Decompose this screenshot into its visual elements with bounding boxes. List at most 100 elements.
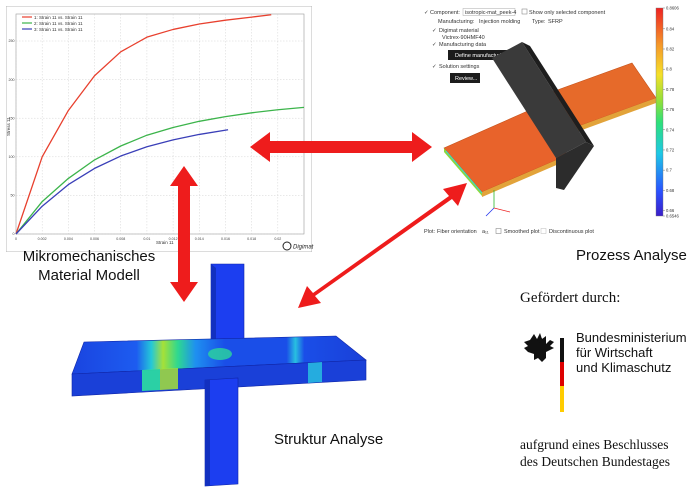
structure-svg — [71, 263, 367, 487]
colorbar-tick-label: 0.6546 — [666, 214, 679, 219]
show-selected-label: Show only selected component — [529, 10, 606, 16]
material-label: Digimat material — [439, 28, 479, 34]
rib-upper-side — [211, 264, 216, 354]
define-data-button[interactable] — [448, 50, 524, 60]
discontinuous-label: Discontinuous plot — [549, 229, 594, 235]
process-cross-model — [443, 42, 657, 217]
colorbar-tick-label: 0.8 — [666, 67, 672, 72]
digimat-logo: Digimat — [282, 239, 318, 253]
define-data-button-label: Define manufacturing data... — [455, 53, 525, 59]
federal-eagle-icon — [524, 333, 564, 412]
colorbar-tick-label: 0.78 — [666, 87, 675, 92]
review-button[interactable] — [450, 73, 480, 83]
ministry-logo: Bundesministerium für Wirtschaft und Kli… — [520, 330, 690, 416]
chart-grid — [15, 13, 305, 235]
x-tick-label: 0.004 — [64, 237, 73, 241]
legend-entry-1: 1: Strain 11 vs. Strain 11 — [34, 15, 83, 20]
a11-label[interactable]: a₁₁ — [482, 229, 489, 235]
rib-side — [492, 42, 586, 158]
toggle-icon[interactable]: ✓ — [424, 10, 429, 16]
structure-analysis-label: Struktur Analyse — [274, 431, 384, 448]
plate-right-front — [560, 98, 656, 138]
type-value[interactable]: SFRP — [548, 19, 563, 25]
y-tick-label: 150 — [9, 116, 15, 120]
data-check-icon: ✓ — [432, 42, 437, 48]
series-line-1 — [15, 14, 272, 235]
rib-lower-side — [205, 380, 210, 486]
ministry-line1: Bundesministerium — [576, 330, 687, 345]
legend-entry-2: 2: Strain 11 vs. Strain 11 — [34, 21, 83, 26]
rib-bottom — [556, 142, 594, 190]
review-button-label: Review... — [455, 76, 478, 82]
y-tick-label: 0 — [13, 232, 15, 236]
micromechanics-label-line1: Mikromechanisches — [22, 248, 156, 265]
micromechanics-label-line2: Material Modell — [38, 267, 140, 284]
axis-x — [493, 207, 511, 213]
component-value: isotropic-mat_peek-4 — [465, 10, 516, 16]
chart-legend: 1: Strain 11 vs. Strain 11 2: Strain 11 … — [22, 15, 83, 32]
ministry-line2: für Wirtschaft — [576, 345, 653, 360]
y-tick-label: 200 — [9, 78, 15, 82]
plate-front-stress-zone-3 — [308, 362, 322, 383]
structure-analysis-model — [60, 262, 400, 490]
digimat-logo-text: Digimat — [293, 245, 314, 251]
decision-line1: aufgrund eines Beschlusses — [520, 437, 669, 452]
colorbar-tick-label: 0.7 — [666, 168, 672, 173]
x-tick-label: 0.01 — [143, 237, 150, 241]
digimat-logo-icon: Digimat — [282, 241, 314, 251]
data-label: Manufacturing data — [439, 42, 487, 48]
colorbar-tick-label: 0.74 — [666, 127, 675, 132]
colorbar-tick-label: 0.72 — [666, 147, 675, 152]
chart-xlabel: Strain 11 — [156, 240, 174, 245]
x-tick-label: 0.002 — [38, 237, 47, 241]
y-tick-label: 250 — [9, 39, 15, 43]
show-selected-checkbox[interactable] — [521, 8, 528, 15]
process-settings: ✓ Component: isotropic-mat_peek-4 Show o… — [424, 8, 606, 83]
y-tick-label: 100 — [9, 155, 15, 159]
micromechanics-label: Mikromechanisches Material Modell — [14, 247, 164, 285]
colorbar-tick-label: 0.84 — [666, 26, 675, 31]
colorbar-gradient — [655, 7, 664, 217]
x-tick-label: 0.016 — [221, 237, 230, 241]
type-label: Type: — [532, 19, 546, 25]
flag-red — [560, 362, 564, 386]
y-tick-label: 50 — [11, 194, 15, 198]
smoothed-label: Smoothed plot — [504, 229, 540, 235]
ministry-line3: und Klimaschutz — [576, 360, 672, 375]
manufacturing-value[interactable]: Injection molding — [479, 19, 520, 25]
x-tick-label: 0.008 — [116, 237, 125, 241]
plate-front-stress-zone-2 — [160, 368, 178, 390]
colorbar-tick-label: 0.8606 — [666, 6, 679, 11]
decision-line2: des Deutschen Bundestages — [520, 454, 670, 469]
x-tick-label: 0.006 — [90, 237, 99, 241]
manufacturing-label: Manufacturing: — [438, 19, 475, 25]
plot-area — [15, 13, 305, 235]
smoothed-checkbox[interactable] — [495, 228, 502, 234]
material-value: Victrex-90HMF40 — [442, 35, 485, 41]
series-line-2 — [15, 106, 305, 235]
process-analysis-label: Prozess Analyse — [576, 247, 687, 264]
component-dropdown[interactable] — [462, 8, 516, 16]
process-svg: ✓ Component: isotropic-mat_peek-4 Show o… — [424, 6, 679, 236]
colorbar-tick-label: 0.82 — [666, 46, 675, 51]
chart-lines — [15, 14, 305, 235]
funded-by-text: Gefördert durch: — [520, 290, 621, 306]
plate-edge-cyan — [445, 150, 483, 194]
x-tick-label: 0.014 — [195, 237, 204, 241]
discontinuous-checkbox[interactable] — [540, 228, 547, 234]
plate-left-front — [482, 155, 568, 197]
component-label: Component: — [430, 10, 460, 16]
colorbar-tick-label: 0.68 — [666, 188, 675, 193]
axis-z — [485, 207, 495, 217]
junction-stress — [208, 348, 232, 360]
plate-front-stress-zone — [142, 369, 160, 391]
colorbar: 0.86060.840.820.80.780.760.740.720.70.68… — [655, 6, 679, 219]
plot-value[interactable]: Fiber orientation — [437, 229, 477, 235]
material-check-icon: ✓ — [432, 28, 437, 34]
colorbar-tick-label: 0.66 — [666, 208, 675, 213]
plot-settings: Plot: Fiber orientation a₁₁ Smoothed plo… — [424, 228, 594, 235]
process-analysis-panel: ✓ Component: isotropic-mat_peek-4 Show o… — [418, 0, 700, 262]
plot-label: Plot: — [424, 229, 435, 235]
